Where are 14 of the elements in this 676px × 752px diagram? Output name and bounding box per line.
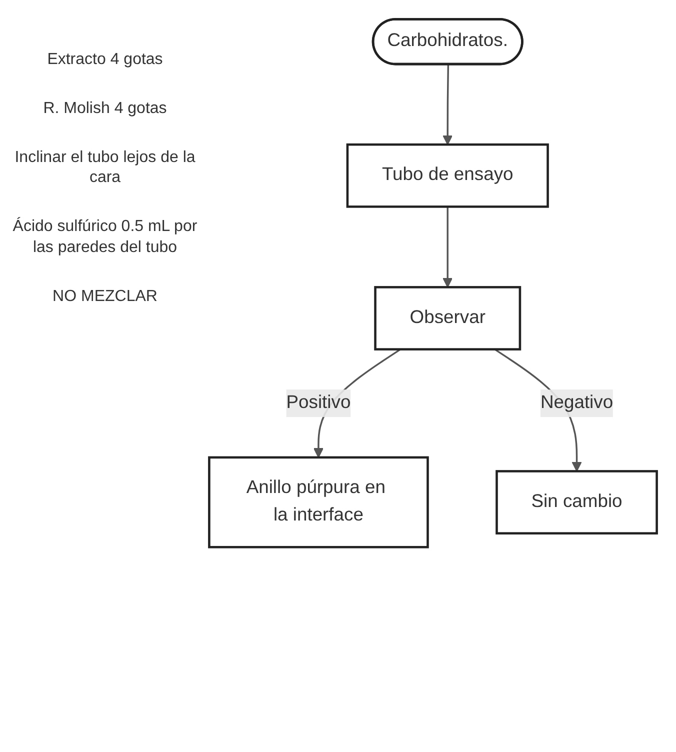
note-text: Extracto 4 gotas (46, 50, 164, 70)
note-text: Ácido sulfúrico 0.5 mL por las paredes del tubo (12, 217, 198, 258)
node-box (208, 456, 429, 548)
edge-label: Negativo (540, 393, 614, 413)
arrow (442, 64, 453, 146)
node-box (496, 470, 658, 534)
note-text: R. Molish 4 gotas (42, 98, 168, 119)
flowchart: Positivo Negativo Carbohidratos. Tubo de ensayo Observar Anillo púrpura en la interface Sin cambio (200, 10, 666, 556)
node-box (374, 286, 522, 350)
note-text: NO MEZCLAR (52, 286, 158, 307)
note-text: Inclinar el tubo lejos de la cara (14, 148, 196, 188)
node-box (346, 143, 549, 208)
edge-label: Positivo (286, 393, 351, 413)
arrow (442, 206, 453, 288)
